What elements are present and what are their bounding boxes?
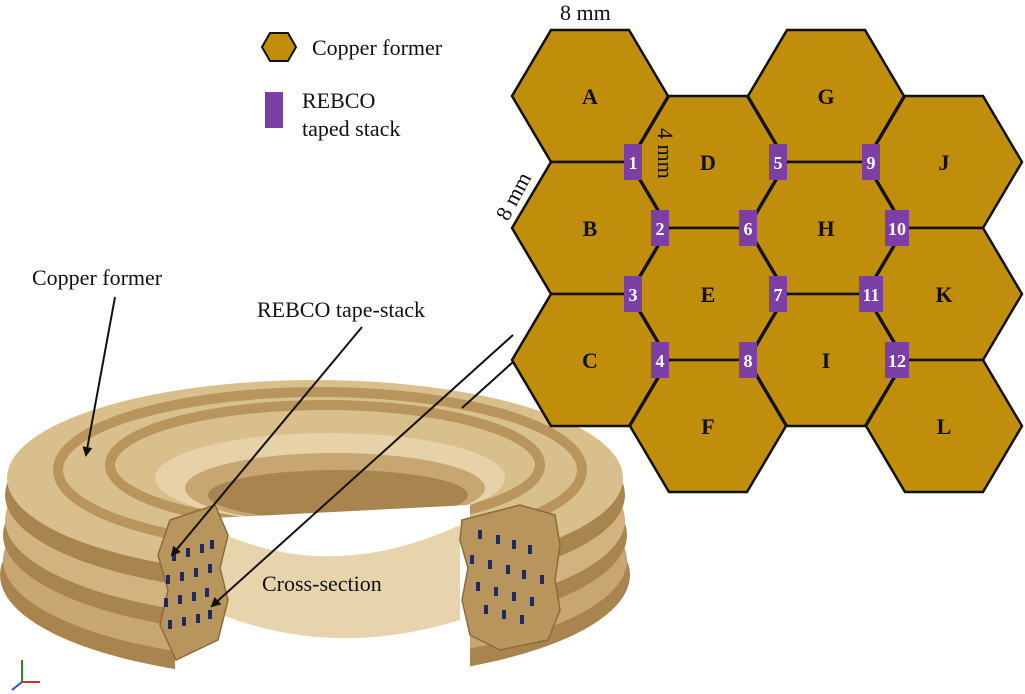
right-tape-12: [512, 592, 516, 601]
right-tape-14: [484, 605, 488, 614]
left-tape-13: [168, 620, 172, 629]
hexagon-label-g: G: [817, 84, 834, 109]
torus-inner-wall: [215, 525, 460, 639]
rebco-stack-label-8: 8: [744, 351, 753, 371]
right-tape-8: [522, 570, 526, 579]
left-tape-7: [194, 568, 198, 577]
rebco-stack-label-4: 4: [656, 351, 665, 371]
hexagon-label-a: A: [582, 84, 598, 109]
left-tape-2: [186, 548, 190, 557]
rebco-stack-label-9: 9: [867, 153, 876, 173]
rebco-stack-11: [859, 276, 883, 312]
rebco-stack-label-1: 1: [629, 153, 638, 173]
legend: Copper former REBCO taped stack: [260, 32, 443, 141]
torus-hole-shadow: [208, 470, 468, 520]
left-tape-14: [182, 617, 186, 626]
rebco-stack-10: [885, 210, 909, 246]
right-tape-9: [540, 575, 544, 584]
rebco-stack-7: [769, 276, 787, 312]
hexagon-label-j: J: [939, 150, 950, 175]
legend-copper-label: Copper former: [312, 35, 443, 60]
axis-triad-icon: [11, 660, 40, 691]
rebco-stack-label-3: 3: [629, 285, 638, 305]
hexagon-label-e: E: [701, 282, 716, 307]
legend-rebco-icon: [265, 92, 283, 128]
right-tape-16: [520, 615, 524, 624]
left-tape-11: [192, 592, 196, 601]
hexagon-label-h: H: [817, 216, 834, 241]
right-tape-1: [478, 530, 482, 539]
right-tape-13: [530, 597, 534, 606]
left-tape-10: [178, 595, 182, 604]
rebco-stack-5: [769, 144, 787, 180]
rebco-stack-label-7: 7: [774, 285, 783, 305]
rebco-stack-6: [739, 210, 757, 246]
rebco-stack-12: [885, 342, 909, 378]
rebco-stack-label-12: 12: [888, 351, 906, 371]
right-tape-11: [494, 587, 498, 596]
rebco-stack-3: [624, 276, 642, 312]
left-tape-9: [164, 598, 168, 607]
arrow-rebco-tape-stack: [170, 326, 363, 557]
right-tape-15: [502, 610, 506, 619]
rebco-stack-label-6: 6: [744, 219, 753, 239]
rebco-stack-4: [651, 342, 669, 378]
rebco-stack-label-2: 2: [656, 219, 665, 239]
arrow-copper-former: [82, 296, 116, 457]
right-tape-4: [528, 545, 532, 554]
dimension-top-width: 8 mm: [560, 0, 611, 25]
annotation-rebco-tape-stack: REBCO tape-stack: [257, 297, 425, 322]
left-tape-3: [200, 544, 204, 553]
rebco-stack-label-10: 10: [888, 219, 906, 239]
hexagon-label-b: B: [583, 216, 598, 241]
rebco-stack-label-5: 5: [774, 153, 783, 173]
left-tape-15: [196, 614, 200, 623]
left-tape-6: [180, 572, 184, 581]
annotation-cross-section: Cross-section: [262, 571, 382, 596]
hexagon-grid: A B C D E F G H I J K L: [510, 28, 1024, 494]
arrow-cross-section-2: [461, 361, 514, 409]
hexagon-label-d: D: [700, 150, 716, 175]
right-tape-7: [506, 565, 510, 574]
rebco-stack-8: [739, 342, 757, 378]
hexagon-label-f: F: [701, 414, 714, 439]
hexagon-label-i: I: [822, 348, 831, 373]
right-tape-10: [476, 582, 480, 591]
right-tape-2: [496, 535, 500, 544]
rebco-stack-2: [651, 210, 669, 246]
legend-rebco-label-2: taped stack: [302, 116, 400, 141]
rebco-stack-1: [624, 144, 642, 180]
torus-illustration: [0, 380, 630, 694]
right-cross-section-stacks: [470, 530, 544, 624]
left-tape-8: [208, 564, 212, 573]
dimension-stack-height: 4 mm: [653, 128, 678, 179]
right-cross-section-face: [459, 504, 561, 651]
left-tape-12: [205, 588, 209, 597]
left-tape-5: [166, 575, 170, 584]
left-cross-section-stacks: [164, 540, 214, 629]
right-tape-3: [512, 540, 516, 549]
left-tape-16: [208, 610, 212, 619]
hexagon-label-l: L: [937, 414, 952, 439]
right-tape-5: [470, 555, 474, 564]
hexagon-label-k: K: [935, 282, 952, 307]
rebco-stack-label-11: 11: [862, 285, 879, 305]
left-tape-4: [210, 540, 214, 549]
legend-rebco-label-1: REBCO: [302, 88, 375, 113]
arrow-cross-section-1: [210, 334, 514, 608]
legend-copper-hex-icon: [260, 32, 298, 62]
right-tape-6: [488, 560, 492, 569]
hexagon-label-c: C: [582, 348, 598, 373]
annotation-copper-former: Copper former: [32, 265, 163, 290]
rebco-stack-9: [862, 144, 880, 180]
